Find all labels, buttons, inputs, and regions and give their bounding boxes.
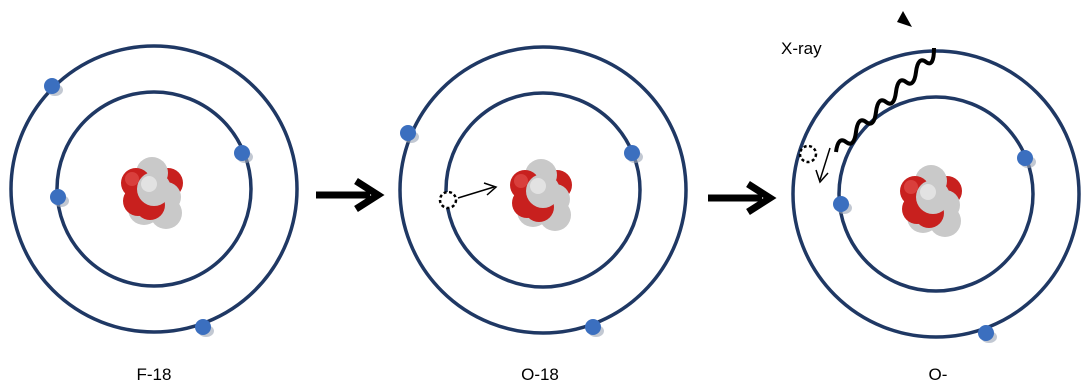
electron	[44, 78, 63, 96]
xray-label: X-ray	[781, 39, 822, 58]
atom-o-ion	[791, 11, 1081, 343]
electron	[195, 319, 214, 337]
atom-label-o-ion: O-	[928, 365, 948, 384]
electron	[234, 145, 253, 163]
electron-vacancy	[438, 190, 458, 210]
capture-arrow	[457, 182, 498, 199]
nucleus	[900, 165, 962, 237]
atom-label-o18: O-18	[521, 365, 559, 384]
nucleus	[510, 159, 572, 231]
transition-arrow	[708, 181, 777, 215]
electron-vacancy	[798, 144, 818, 164]
inner-orbit	[55, 90, 253, 288]
electron	[1017, 150, 1036, 168]
atom-f18	[9, 44, 299, 337]
atom-label-f18: F-18	[136, 365, 172, 384]
transition-arrow	[316, 178, 385, 212]
electron	[585, 319, 604, 337]
xray-wave	[834, 11, 936, 153]
electron	[624, 145, 643, 163]
nucleus	[121, 157, 183, 229]
inner-orbit	[837, 95, 1035, 293]
transition-arrow-small	[815, 147, 831, 184]
electron	[400, 125, 419, 143]
electron	[50, 189, 69, 207]
outer-orbit	[398, 45, 688, 335]
electron	[978, 325, 997, 343]
outer-orbit	[791, 49, 1081, 339]
inner-orbit	[444, 91, 642, 289]
electron	[833, 196, 852, 214]
atom-o18	[398, 45, 688, 337]
outer-orbit	[9, 44, 299, 334]
